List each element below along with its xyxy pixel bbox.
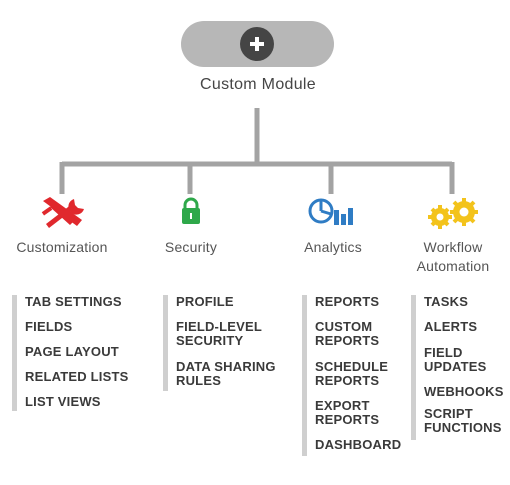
list-item[interactable]: REPORTS (315, 294, 380, 309)
tools-icon (41, 197, 84, 228)
list-item[interactable]: TAB SETTINGS (25, 294, 122, 309)
list-item[interactable]: PAGE LAYOUT (25, 344, 119, 359)
list-item[interactable]: FIELDS (25, 319, 73, 334)
category-label-security: Security (164, 239, 218, 255)
list-customization: TAB SETTINGS FIELDS PAGE LAYOUT RELATED LIS… (12, 295, 132, 411)
list-item[interactable]: ALERTS (424, 319, 478, 334)
analytics-icon (308, 198, 353, 225)
lock-icon (182, 197, 200, 224)
category-label-customization: Customization (16, 239, 108, 255)
list-item[interactable]: PROFILE (176, 294, 234, 309)
list-item[interactable]: WEBHOOKS (424, 384, 504, 399)
list-item[interactable]: RELATED LISTS (25, 369, 129, 384)
list-item[interactable]: LIST VIEWS (25, 394, 101, 409)
root-node[interactable] (181, 21, 334, 67)
root-title: Custom Module (200, 76, 316, 93)
list-item[interactable]: TASKS (424, 294, 469, 309)
list-item[interactable]: DASHBOARD (315, 437, 402, 452)
add-button[interactable] (240, 27, 274, 61)
plus-icon (250, 37, 264, 51)
gears-icon (428, 198, 478, 229)
category-label-analytics: Analytics (304, 239, 362, 255)
